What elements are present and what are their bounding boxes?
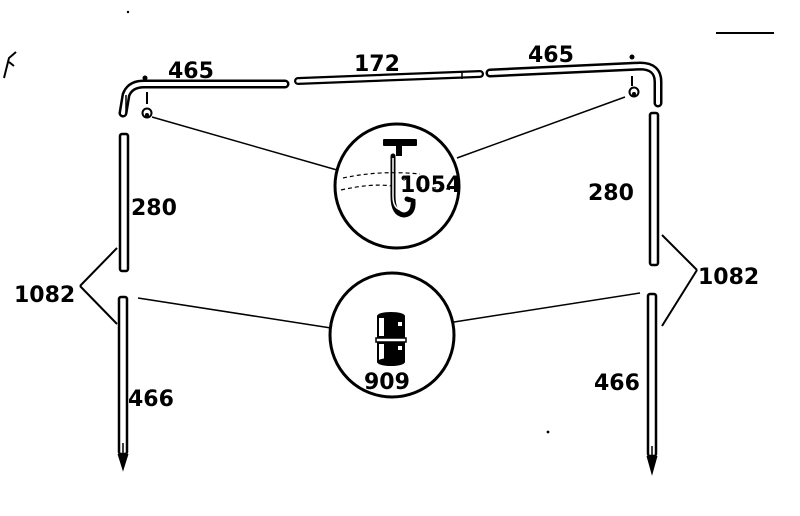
top-left-rail-label: 465 (168, 59, 214, 84)
left-lower-pole (117, 295, 129, 472)
top-left-corner-rail (118, 79, 290, 118)
top-right-rail-label: 465 (528, 43, 574, 68)
left-pole-assembly-label: 1082 (14, 283, 75, 308)
hook-part-label: 1054 (400, 173, 461, 198)
right-lower-pole (646, 292, 658, 476)
right-lower-pole-label: 466 (594, 371, 640, 396)
connector-part-label: 909 (364, 370, 410, 395)
hook-detail-callout (333, 122, 461, 250)
left-lower-pole-label: 466 (128, 387, 174, 412)
right-upper-pole-label: 280 (588, 181, 634, 206)
right-rail-hook-icon (628, 54, 640, 98)
stray-marks (3, 10, 774, 434)
left-upper-pole (118, 132, 130, 273)
top-right-corner-rail (485, 61, 663, 108)
right-pole-assembly-label: 1082 (698, 265, 759, 290)
hook-icon (383, 139, 417, 218)
top-center-rail (294, 70, 484, 85)
leader-lines (137, 96, 641, 329)
left-rail-hook-icon (141, 75, 153, 119)
right-upper-pole (648, 111, 660, 267)
top-center-rail-label: 172 (354, 52, 400, 77)
connector-detail-callout (328, 271, 456, 399)
connector-sleeve-icon (375, 312, 407, 366)
left-assembly-bracket (79, 247, 118, 325)
left-upper-pole-label: 280 (131, 196, 177, 221)
right-assembly-bracket (661, 234, 698, 327)
